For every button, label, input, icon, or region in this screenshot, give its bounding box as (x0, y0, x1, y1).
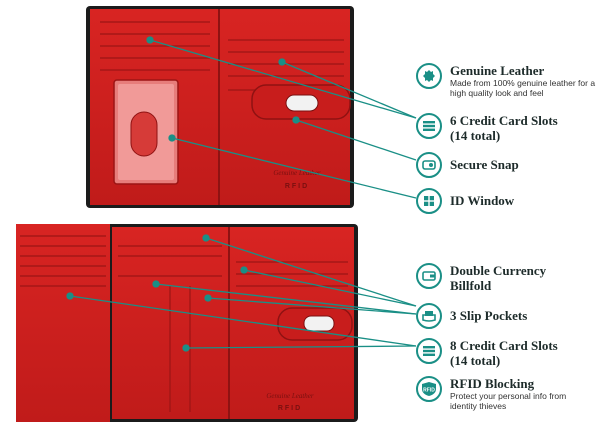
feature-credit-slots-8: 8 Credit Card Slots (14 total) (416, 338, 558, 368)
card-stack-icon (416, 113, 442, 139)
bottom-snap-tab (277, 307, 353, 341)
top-imprint-line2: RFID (285, 183, 309, 190)
double-currency-title-line1: Double Currency (450, 263, 547, 278)
feature-rfid: RFID RFID Blocking Protect your personal… (416, 376, 570, 411)
leather-hide-icon (416, 63, 442, 89)
secure-snap-title: Secure Snap (450, 157, 519, 172)
rfid-title: RFID Blocking (450, 376, 535, 391)
slip-pockets-title: 3 Slip Pockets (450, 308, 528, 323)
card-stack-icon (416, 338, 442, 364)
callout-lines (66, 36, 417, 352)
rfid-shield-icon: RFID (416, 376, 442, 402)
bottom-imprint-line1: Genuine Leather (266, 392, 314, 400)
snap-button-icon (416, 152, 442, 178)
credit-slots-8-title-line2: (14 total) (450, 353, 501, 368)
rfid-icon-text: RFID (423, 388, 435, 394)
credit-slots-8-title-line1: 8 Credit Card Slots (450, 338, 558, 353)
credit-slots-6-title-line1: 6 Credit Card Slots (450, 113, 558, 128)
feature-credit-slots-6: 6 Credit Card Slots (14 total) (416, 113, 558, 143)
feature-double-currency: Double Currency Billfold (416, 263, 546, 293)
feature-secure-snap: Secure Snap (416, 152, 519, 178)
top-wallet: Genuine Leather RFID (86, 6, 354, 208)
genuine-leather-title: Genuine Leather (450, 63, 545, 78)
bottom-imprint-line2: RFID (278, 405, 302, 412)
feature-id-window: ID Window (416, 188, 514, 214)
bottom-wallet: Genuine Leather RFID (16, 224, 358, 422)
id-window-title: ID Window (450, 193, 515, 208)
credit-slots-6-title-line2: (14 total) (450, 128, 501, 143)
wallet-icon (416, 263, 442, 289)
id-window-icon (416, 188, 442, 214)
feature-slip-pockets: 3 Slip Pockets (416, 303, 527, 329)
genuine-leather-desc: Made from 100% genuine leather for a hig… (450, 78, 596, 98)
pocket-icon (416, 303, 442, 329)
top-imprint-line1: Genuine Leather (273, 169, 321, 177)
feature-genuine-leather: Genuine Leather Made from 100% genuine l… (416, 63, 600, 98)
double-currency-title-line2: Billfold (450, 278, 492, 293)
rfid-desc: Protect your personal info from identity… (450, 391, 567, 411)
top-snap-tab (251, 84, 351, 120)
bottom-left-flap (16, 224, 110, 422)
